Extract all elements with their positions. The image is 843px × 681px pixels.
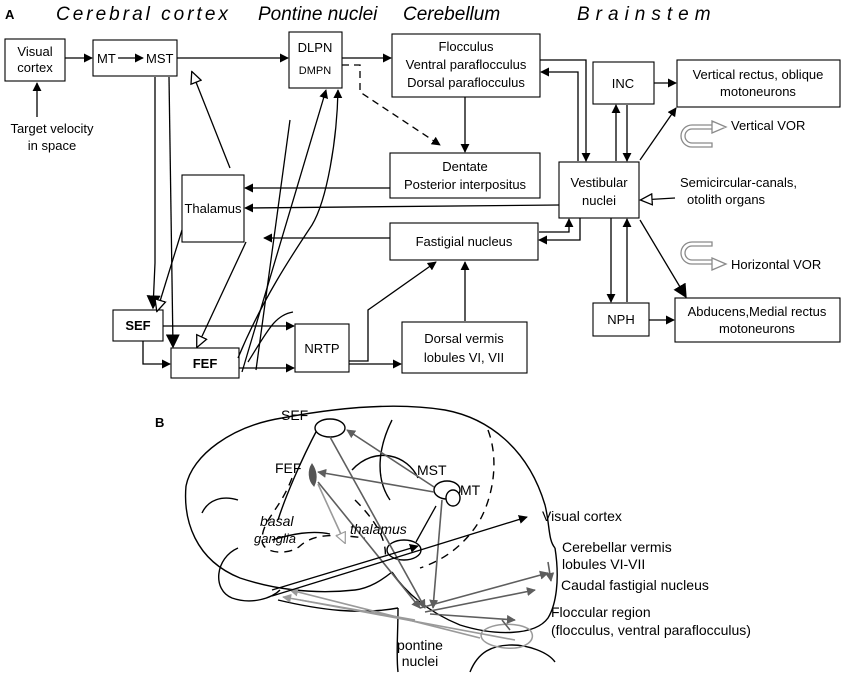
fef-label: FEF xyxy=(193,356,218,371)
panel-b-label: B xyxy=(155,415,164,430)
sef-brain-label: SEF xyxy=(281,407,308,423)
floccular-region-label-1: Floccular region xyxy=(551,604,651,620)
brain-underside xyxy=(184,485,393,593)
mst-brain-label: MST xyxy=(417,462,447,478)
target-velocity-label-1: Target velocity xyxy=(10,121,94,136)
brainstem xyxy=(396,607,556,673)
posterior-sulcus xyxy=(379,419,393,501)
frontal-lobe xyxy=(201,497,239,514)
visual-cortex-brain-label: Visual cortex xyxy=(542,508,622,524)
dorsal-vermis-label-1: Dorsal vermis xyxy=(424,331,504,346)
vertical-vor-arrow xyxy=(680,120,728,148)
superior-temporal-sulcus xyxy=(351,454,419,479)
vertical-rectus-label-1: Vertical rectus, oblique xyxy=(693,67,824,82)
vestibular-nuclei-box xyxy=(558,161,640,219)
header-brainstem: Brainstem xyxy=(577,4,717,25)
thalamus-box xyxy=(181,174,245,243)
abducens-label-1: Abducens,Medial rectus xyxy=(688,304,827,319)
pontine-label-1: pontine xyxy=(397,637,443,653)
dlpn-label: DLPN xyxy=(298,40,333,55)
parieto-dashed xyxy=(354,499,387,561)
vertical-vor-label: Vertical VOR xyxy=(731,118,805,133)
nph-label: NPH xyxy=(607,312,634,327)
fef-brain-label: FEF xyxy=(275,460,301,476)
target-velocity-label-2: in space xyxy=(28,138,76,153)
fastigial-label: Fastigial nucleus xyxy=(416,234,513,249)
panel-a-label: A xyxy=(5,7,15,22)
ganglia-label: ganglia xyxy=(254,531,296,546)
vertical-rectus-label-2: motoneurons xyxy=(720,84,796,99)
flocculus-box xyxy=(391,33,541,98)
flocculus-label-2: Ventral paraflocculus xyxy=(406,57,527,72)
header-cerebellum: Cerebellum xyxy=(403,4,500,25)
cerebellar-vermis-label-2: lobules VI-VII xyxy=(562,556,645,572)
flocculus-label-3: Dorsal paraflocculus xyxy=(407,75,525,90)
lunate-sulcus-dashed xyxy=(419,429,495,569)
nrtp-box xyxy=(294,323,350,373)
caudal-fastigial-label: Caudal fastigial nucleus xyxy=(561,577,709,593)
vestibular-label-2: nuclei xyxy=(582,193,616,208)
sef-region xyxy=(314,418,346,438)
fastigial-nucleus-box xyxy=(389,222,539,261)
visual-cortex-label-1: Visual xyxy=(17,44,52,59)
vertical-rectus-box xyxy=(676,59,841,108)
panel-a: A Cerebral cortex Pontine nuclei Cerebel… xyxy=(4,4,841,379)
inc-box xyxy=(592,61,655,105)
panel-a-connections xyxy=(32,53,687,373)
horizontal-vor-arrow xyxy=(680,241,728,271)
dentate-box xyxy=(389,152,541,199)
pontine-label-2: nuclei xyxy=(402,653,439,669)
sylvian-fissure xyxy=(271,531,331,541)
mst-label: MST xyxy=(146,51,174,66)
central-sulcus xyxy=(277,427,319,521)
header-pontine-nuclei: Pontine nuclei xyxy=(258,4,378,25)
temporal-lobe-bottom xyxy=(277,599,399,612)
internal-dashed xyxy=(261,477,366,553)
panel-b-connections xyxy=(271,429,555,641)
inc-label: INC xyxy=(612,76,634,91)
mt-region xyxy=(445,489,461,507)
fef-box xyxy=(170,347,240,379)
dentate-label-2: Posterior interpositus xyxy=(404,177,527,192)
semicircular-label-1: Semicircular-canals, xyxy=(680,175,797,190)
nrtp-label: NRTP xyxy=(304,341,339,356)
dorsal-vermis-box xyxy=(401,321,528,374)
semicircular-label-2: otolith organs xyxy=(687,192,766,207)
floccular-region-label-2: (flocculus, ventral paraflocculus) xyxy=(551,622,751,638)
flocculus-label-1: Flocculus xyxy=(439,39,494,54)
visual-cortex-label-2: cortex xyxy=(17,60,53,75)
visual-cortex-box xyxy=(4,38,66,82)
sef-label: SEF xyxy=(125,318,150,333)
temporal-pole xyxy=(218,547,281,602)
panel-b: B xyxy=(155,405,751,673)
thalamus-brain-label: thalamus xyxy=(350,521,407,537)
sef-box xyxy=(112,309,164,342)
basal-label: basal xyxy=(260,513,294,529)
dlpn-dmpn-box xyxy=(288,31,343,89)
thalamus-label: Thalamus xyxy=(184,201,242,216)
abducens-label-2: motoneurons xyxy=(719,321,795,336)
mt-label: MT xyxy=(97,51,116,66)
header-cerebral-cortex: Cerebral cortex xyxy=(56,4,231,25)
mt-brain-label: MT xyxy=(460,482,481,498)
horizontal-vor-label: Horizontal VOR xyxy=(731,257,821,272)
vestibular-label-1: Vestibular xyxy=(570,175,628,190)
fef-region xyxy=(308,463,317,487)
cerebellar-vermis-label-1: Cerebellar vermis xyxy=(562,539,672,555)
nph-box xyxy=(592,302,650,337)
abducens-box xyxy=(674,297,841,343)
dorsal-vermis-label-2: lobules VI, VII xyxy=(424,350,504,365)
brain-outline xyxy=(185,405,556,549)
dentate-label-1: Dentate xyxy=(442,159,488,174)
dmpn-label: DMPN xyxy=(299,65,331,77)
